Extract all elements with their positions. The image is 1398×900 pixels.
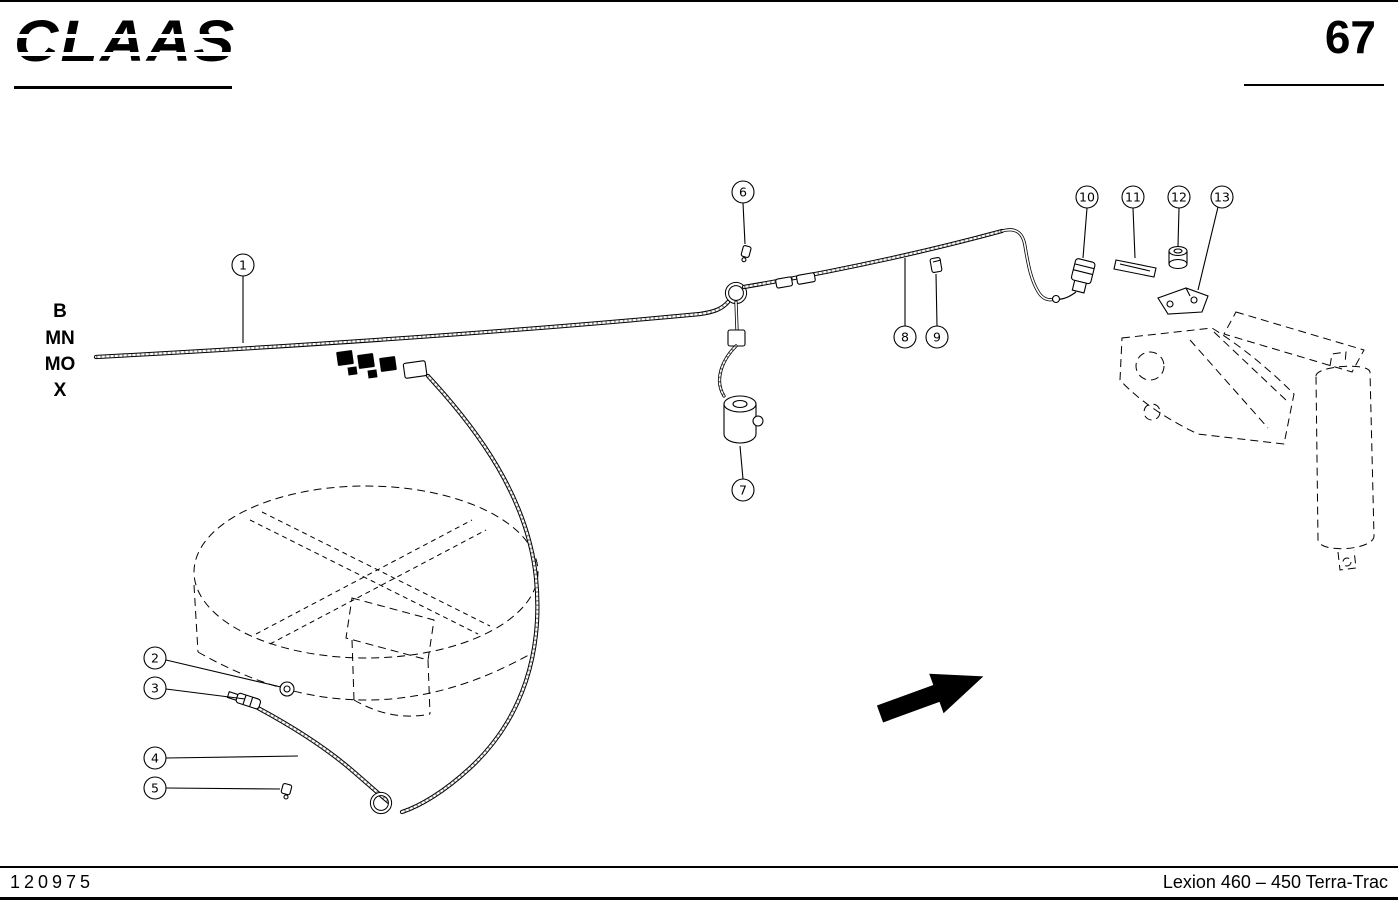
document-number: 120975 [10,872,95,892]
callout-11: 11 [1121,185,1145,259]
model-caption: Lexion 460 – 450 Terra-Trac [1162,872,1388,892]
svg-text:1: 1 [239,258,247,273]
harness-connectors [336,350,428,379]
page-bottom-edge [0,897,1398,900]
logo-rule [14,86,232,89]
callout-7: 7 [731,445,755,502]
callout-5: 5 [143,776,281,800]
footer-rule [0,866,1398,868]
svg-text:7: 7 [739,483,747,498]
logo-stripe [14,52,238,56]
page-top-edge [0,0,1398,2]
plug-and-grommet [226,681,295,800]
inline-connector [775,272,816,289]
claas-logo: CLAAS [14,8,238,80]
callout-1: 1 [231,253,255,343]
callout-13: 13 [1197,185,1234,291]
lower-branch-cable [255,373,540,815]
page-number: 67 [1324,11,1376,63]
svg-text:12: 12 [1171,190,1187,205]
strip-part-11 [1113,259,1157,278]
wire-label-mo: MO [45,354,76,375]
svg-text:4: 4 [151,751,159,766]
claas-logo-text: CLAAS [14,9,237,74]
callout-10: 10 [1075,185,1099,259]
bracket-part-13 [1157,287,1209,315]
machine-frame-outline [1119,311,1375,571]
sensor-part [723,395,764,444]
svg-text:10: 10 [1079,190,1095,205]
svg-text:11: 11 [1125,190,1141,205]
rotor-drum-outline [193,485,539,717]
svg-text:8: 8 [901,330,909,345]
callout-8: 8 [893,258,917,349]
callout-9: 9 [925,273,949,349]
svg-text:6: 6 [739,185,747,200]
direction-arrow [876,673,984,723]
svg-text:3: 3 [151,681,159,696]
sensor-branch-cable [718,300,746,398]
svg-text:2: 2 [151,651,159,666]
wire-label-mn: MN [45,328,75,349]
cable-clip-9 [929,257,943,273]
page-number-rule [1244,84,1384,86]
wire-label-b: B [53,301,67,322]
logo-stripe [14,34,238,38]
svg-text:9: 9 [933,330,941,345]
callout-2: 2 [143,646,282,688]
wire-labels: B MN MO X [45,301,76,401]
svg-text:5: 5 [151,781,159,796]
bushing-part-12 [1168,245,1188,270]
svg-text:13: 13 [1214,190,1230,205]
callout-4: 4 [143,746,299,770]
callout-12: 12 [1167,185,1191,247]
callout-6: 6 [731,180,755,245]
wire-label-x: X [54,380,67,401]
cable-clip-6 [740,245,752,263]
switch-part-10 [1051,258,1096,304]
callouts: 1 2 3 4 5 [143,180,1234,800]
callout-3: 3 [143,676,246,700]
